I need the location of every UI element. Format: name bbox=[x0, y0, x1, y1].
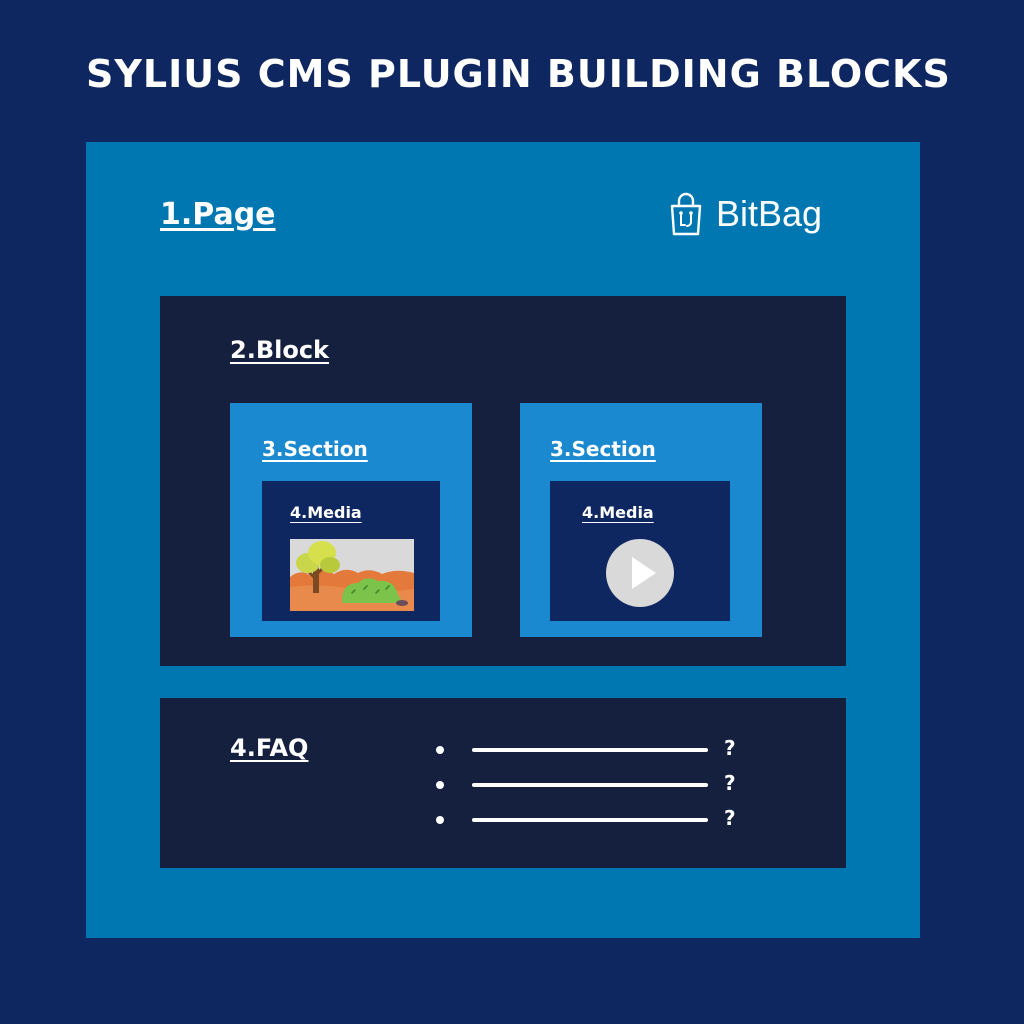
media-2: 4.Media bbox=[550, 481, 730, 621]
play-icon bbox=[606, 539, 674, 607]
bullet-icon bbox=[436, 781, 444, 789]
section-label: 3.Section bbox=[262, 437, 368, 461]
faq-line bbox=[472, 783, 708, 787]
question-mark: ? bbox=[724, 736, 736, 760]
section-2: 3.Section 4.Media bbox=[520, 403, 762, 637]
faq-line bbox=[472, 818, 708, 822]
brand-name: BitBag bbox=[716, 193, 823, 234]
section-label: 3.Section bbox=[550, 437, 656, 461]
faq-line bbox=[472, 748, 708, 752]
media-label: 4.Media bbox=[290, 503, 362, 522]
faq-container: 4.FAQ ? ? ? bbox=[160, 698, 846, 868]
brand-logo: BitBag bbox=[668, 192, 822, 236]
faq-label: 4.FAQ bbox=[230, 734, 309, 762]
page-container: 1.Page BitBag 2.Block 3.Section 4.Media bbox=[86, 142, 920, 938]
block-label: 2.Block bbox=[230, 336, 330, 364]
landscape-image-icon bbox=[290, 539, 414, 611]
page-label: 1.Page bbox=[160, 197, 276, 232]
bullet-icon bbox=[436, 746, 444, 754]
faq-item: ? bbox=[436, 806, 746, 832]
faq-item: ? bbox=[436, 736, 746, 762]
question-mark: ? bbox=[724, 806, 736, 830]
block-container: 2.Block 3.Section 4.Media bbox=[160, 296, 846, 666]
faq-item: ? bbox=[436, 771, 746, 797]
section-1: 3.Section 4.Media bbox=[230, 403, 472, 637]
question-mark: ? bbox=[724, 771, 736, 795]
diagram-title: SYLIUS CMS PLUGIN BUILDING BLOCKS bbox=[86, 52, 951, 96]
media-1: 4.Media bbox=[262, 481, 440, 621]
media-label: 4.Media bbox=[582, 503, 654, 522]
bullet-icon bbox=[436, 816, 444, 824]
shopping-bag-icon bbox=[670, 192, 702, 236]
